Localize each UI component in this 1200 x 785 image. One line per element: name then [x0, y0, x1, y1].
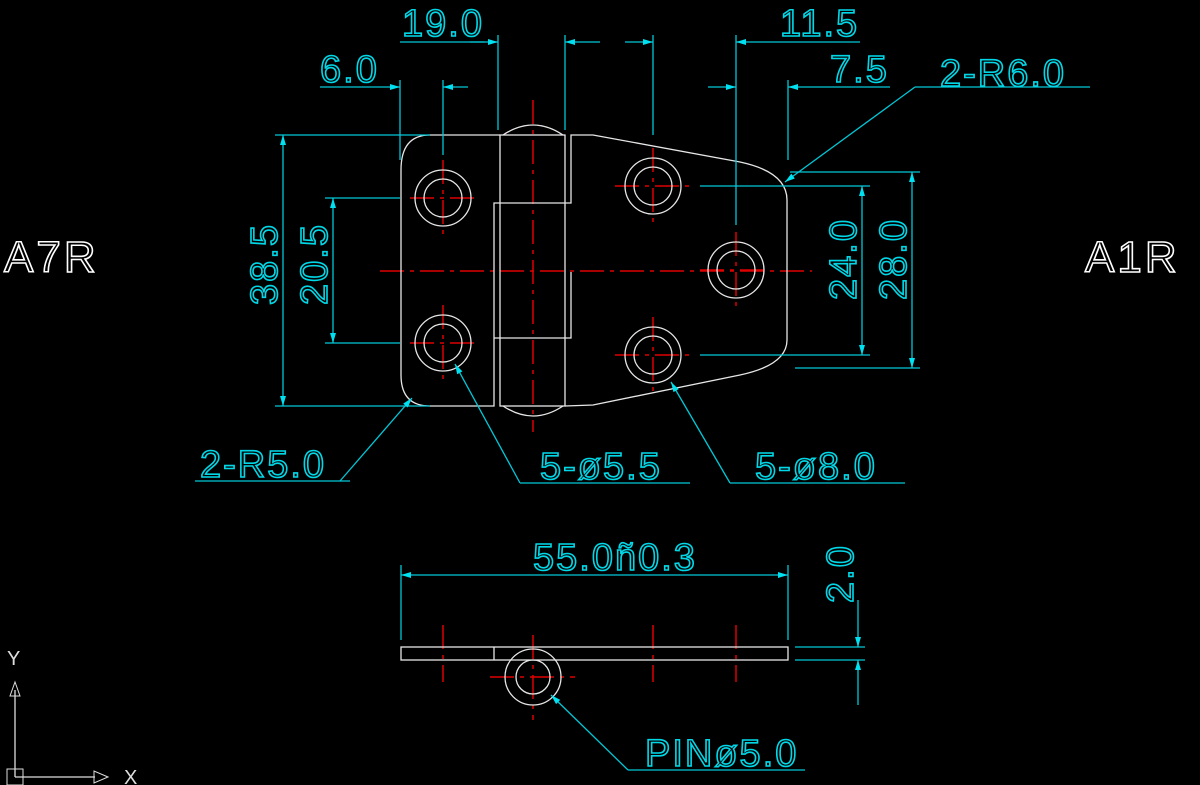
dim-radius-top: 2-R6.0	[940, 53, 1066, 95]
ucs-icon: Y X	[6, 648, 137, 785]
hinge-side-view	[400, 646, 789, 706]
ucs-y-label: Y	[7, 648, 20, 670]
dim-thickness: 2.0	[820, 544, 862, 603]
dim-radius-bottom: 2-R5.0	[200, 444, 326, 486]
view-label-left: A7R	[4, 233, 99, 282]
dim-19: 19.0	[402, 3, 484, 45]
view-label-right: A1R	[1085, 233, 1180, 282]
hinge-front-view	[400, 124, 788, 417]
dim-11-5: 11.5	[780, 3, 859, 45]
dim-28: 28.0	[873, 218, 915, 300]
dim-hole-large: 5-ø8.0	[755, 446, 877, 488]
dim-hole-small: 5-ø5.5	[540, 446, 662, 488]
dimension-texts: 19.0 11.5 6.0 7.5 2-R6.0 38.5 20.5 24.0 …	[199, 2, 1066, 776]
ucs-x-label: X	[124, 767, 137, 785]
dim-7-5: 7.5	[830, 49, 889, 91]
mounting-holes	[414, 157, 765, 384]
dim-length: 55.0ñ0.3	[533, 537, 697, 579]
dim-20-5: 20.5	[294, 223, 336, 305]
dimension-lines	[195, 35, 1090, 771]
dim-24: 24.0	[823, 218, 865, 300]
dim-6: 6.0	[320, 49, 379, 91]
dim-pin: PINø5.0	[645, 733, 798, 775]
dim-38-5: 38.5	[244, 223, 286, 305]
centerlines	[380, 100, 812, 720]
